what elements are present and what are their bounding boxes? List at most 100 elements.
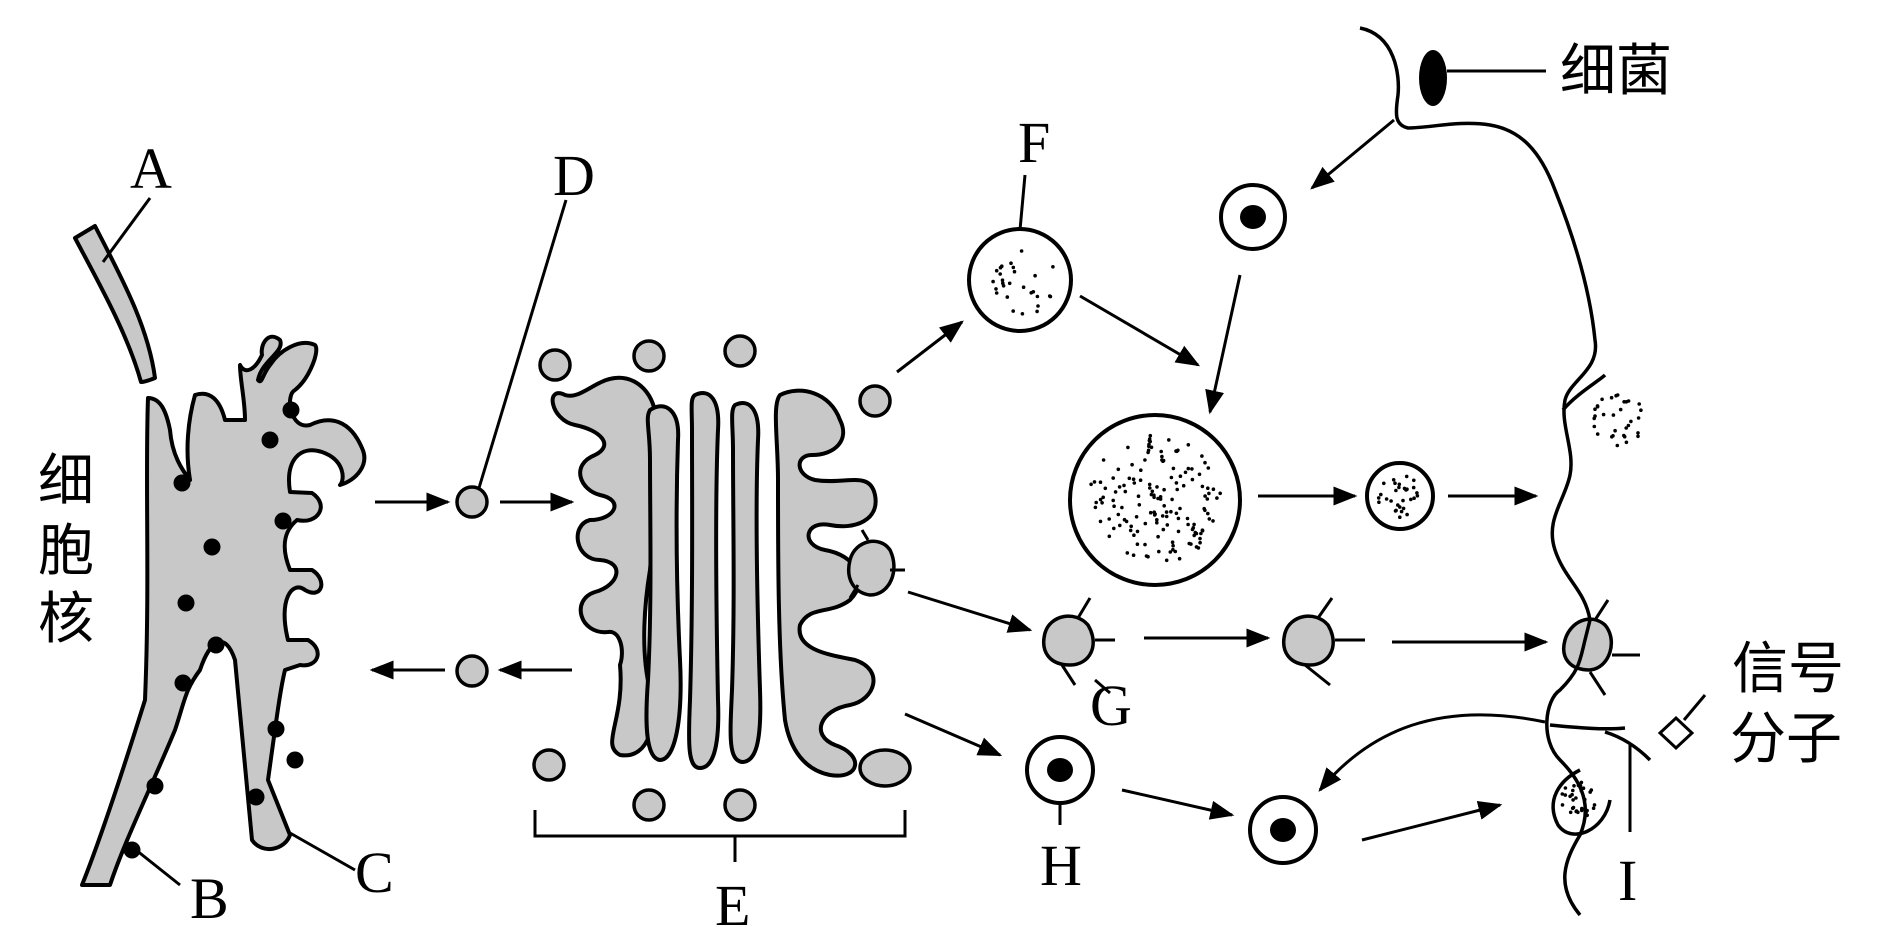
speckle: [1613, 428, 1617, 433]
speckle: [1118, 523, 1122, 528]
speckle: [1011, 309, 1015, 313]
speckle: [1164, 558, 1169, 563]
speckle: [1183, 470, 1188, 475]
speckle: [1570, 792, 1574, 797]
speckle: [1199, 531, 1203, 536]
speckle: [1116, 467, 1121, 472]
speckle: [1205, 497, 1210, 501]
speckle: [1601, 412, 1606, 417]
speckle: [1186, 443, 1191, 447]
speckle: [1411, 485, 1416, 490]
speckle: [1401, 498, 1405, 503]
speckle: [1409, 497, 1413, 502]
speckle: [1412, 478, 1416, 483]
speckle: [1103, 486, 1108, 491]
speckle: [1020, 312, 1025, 316]
speckle: [1401, 506, 1406, 511]
speckle: [1591, 806, 1596, 810]
small-vesicle-content: [1376, 474, 1420, 519]
ribosomes: [123, 401, 304, 859]
speckle: [1124, 519, 1129, 524]
speckle: [1134, 515, 1139, 519]
speckle: [1156, 534, 1160, 539]
vesicle-g-1: [1042, 597, 1115, 686]
speckle: [1415, 494, 1420, 498]
speckle: [1148, 510, 1153, 515]
speckle: [1560, 803, 1565, 807]
speckle: [1563, 786, 1568, 790]
speckle: [1171, 543, 1175, 548]
speckle: [1101, 495, 1105, 500]
speckle: [1094, 500, 1098, 505]
speckle: [1147, 482, 1152, 487]
speckle: [1592, 803, 1597, 807]
label-i: I: [1618, 848, 1637, 913]
speckle: [1394, 488, 1398, 493]
speckle: [1089, 482, 1093, 487]
speckle: [1098, 519, 1103, 524]
speckle: [1206, 466, 1211, 470]
speckle: [1200, 484, 1205, 489]
bacterium: [1419, 50, 1447, 106]
speckle: [1116, 512, 1121, 517]
speckle: [1215, 496, 1219, 500]
speckle: [1583, 807, 1587, 811]
label-g: G: [1090, 673, 1132, 738]
speckle: [1161, 527, 1166, 532]
speckle: [1571, 805, 1576, 810]
speckle: [1181, 483, 1186, 488]
speckle: [1152, 510, 1156, 514]
speckle: [1007, 281, 1012, 286]
speckle: [994, 291, 999, 295]
speckle: [1186, 466, 1191, 471]
speckle: [1624, 426, 1628, 430]
speckle: [1200, 454, 1204, 458]
speckle: [1098, 497, 1103, 502]
vesicle-g-2: [1282, 597, 1365, 687]
speckle: [1036, 304, 1040, 308]
speckle: [1138, 478, 1143, 483]
label-a: A: [130, 136, 172, 201]
nuclear-envelope-fragment: [73, 224, 157, 384]
speckle: [1189, 542, 1193, 546]
speckle: [1396, 503, 1400, 507]
speckle: [1150, 489, 1155, 494]
speckle: [1139, 468, 1143, 473]
speckle: [1207, 491, 1211, 496]
speckle: [1600, 397, 1604, 402]
vesicle-f: [967, 227, 1073, 333]
speckle: [1197, 472, 1202, 477]
speckle: [1033, 273, 1037, 278]
speckle: [1571, 788, 1575, 793]
speckle: [1129, 524, 1133, 529]
speckle: [1135, 529, 1140, 534]
speckle: [1376, 496, 1381, 500]
speckle: [1167, 438, 1171, 442]
speckle: [1107, 517, 1111, 521]
speckle: [1382, 481, 1386, 486]
speckle: [1578, 783, 1583, 788]
speckle: [1615, 393, 1620, 397]
speckle: [1405, 487, 1409, 492]
speckle: [1198, 536, 1202, 541]
speckle: [1160, 454, 1164, 459]
speckle: [1112, 526, 1116, 531]
speckle: [1584, 810, 1588, 814]
speckle: [1169, 475, 1174, 480]
speckle: [991, 279, 995, 284]
speckle: [1592, 424, 1597, 429]
speckle: [1128, 528, 1133, 533]
label-b: B: [190, 866, 229, 927]
speckle: [1563, 793, 1568, 797]
speckle: [1092, 480, 1097, 484]
speckle: [1170, 540, 1175, 544]
speckle: [1012, 269, 1017, 274]
speckle: [1384, 497, 1389, 501]
speckle: [1405, 512, 1409, 517]
speckle: [1171, 466, 1176, 471]
speckle: [1127, 476, 1132, 481]
vesicle-f-content: [991, 249, 1055, 316]
signal-molecule: [1657, 715, 1695, 751]
speckle: [1611, 413, 1616, 417]
speckle: [1162, 504, 1166, 508]
